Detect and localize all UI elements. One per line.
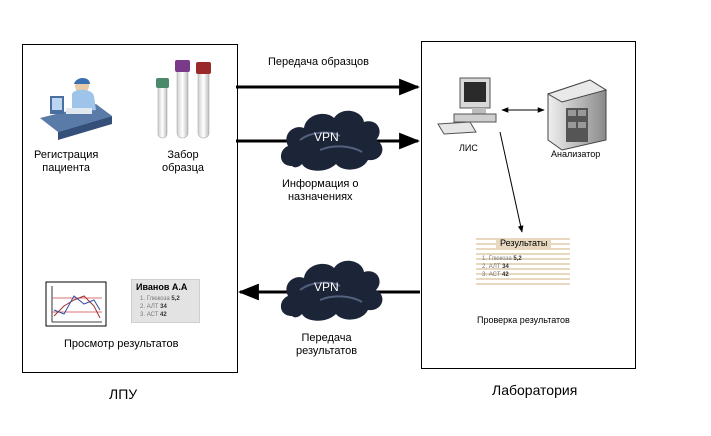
- sample-transfer-label: Передача образцов: [268, 56, 369, 68]
- vpn-label-results: VPN: [314, 280, 339, 294]
- analyzer-label: Анализатор: [551, 149, 601, 159]
- registration-label: Регистрация пациента: [34, 149, 99, 174]
- lis-check-arrow: [499, 131, 524, 233]
- lis-computer-icon: [437, 77, 497, 135]
- results-chart-icon: [45, 281, 107, 327]
- lis-label: ЛИС: [459, 143, 478, 153]
- sampling-label: Забор образца: [162, 149, 204, 174]
- patient-results-card: Иванов А.А 1. Глюкоза 5,2 2. АЛТ 34 3. А…: [131, 279, 200, 323]
- patient-name: Иванов А.А: [136, 282, 188, 292]
- orders-label: Информация о назначениях: [282, 178, 359, 203]
- vpn-label-orders: VPN: [314, 130, 339, 144]
- sampling-tubes-icon: [156, 60, 211, 139]
- card-row: 1. Глюкоза 5,2: [140, 296, 180, 302]
- results-doc-title: Результаты: [496, 238, 552, 249]
- check-results-label: Проверка результатов: [477, 315, 570, 325]
- vpn-cloud-orders: [280, 110, 383, 171]
- doc-row: 3. АСТ 42: [482, 272, 509, 278]
- doc-row: 2. АЛТ 34: [482, 264, 509, 270]
- vpn-cloud-results: [280, 260, 383, 321]
- card-row: 2. АЛТ 34: [140, 304, 167, 310]
- analyzer-icon: [546, 79, 608, 151]
- results-transfer-label: Передача результатов: [296, 332, 358, 357]
- clinic-label: ЛПУ: [109, 386, 138, 402]
- card-row: 3. АСТ 42: [140, 312, 167, 318]
- lab-results-document: Результаты 1. Глюкоза 5,2 2. АЛТ 34 3. А…: [476, 235, 570, 287]
- doc-row: 1. Глюкоза 5,2: [482, 256, 522, 262]
- view-results-label: Просмотр результатов: [64, 338, 179, 350]
- lab-label: Лаборатория: [492, 382, 578, 398]
- registration-icon: [40, 78, 112, 140]
